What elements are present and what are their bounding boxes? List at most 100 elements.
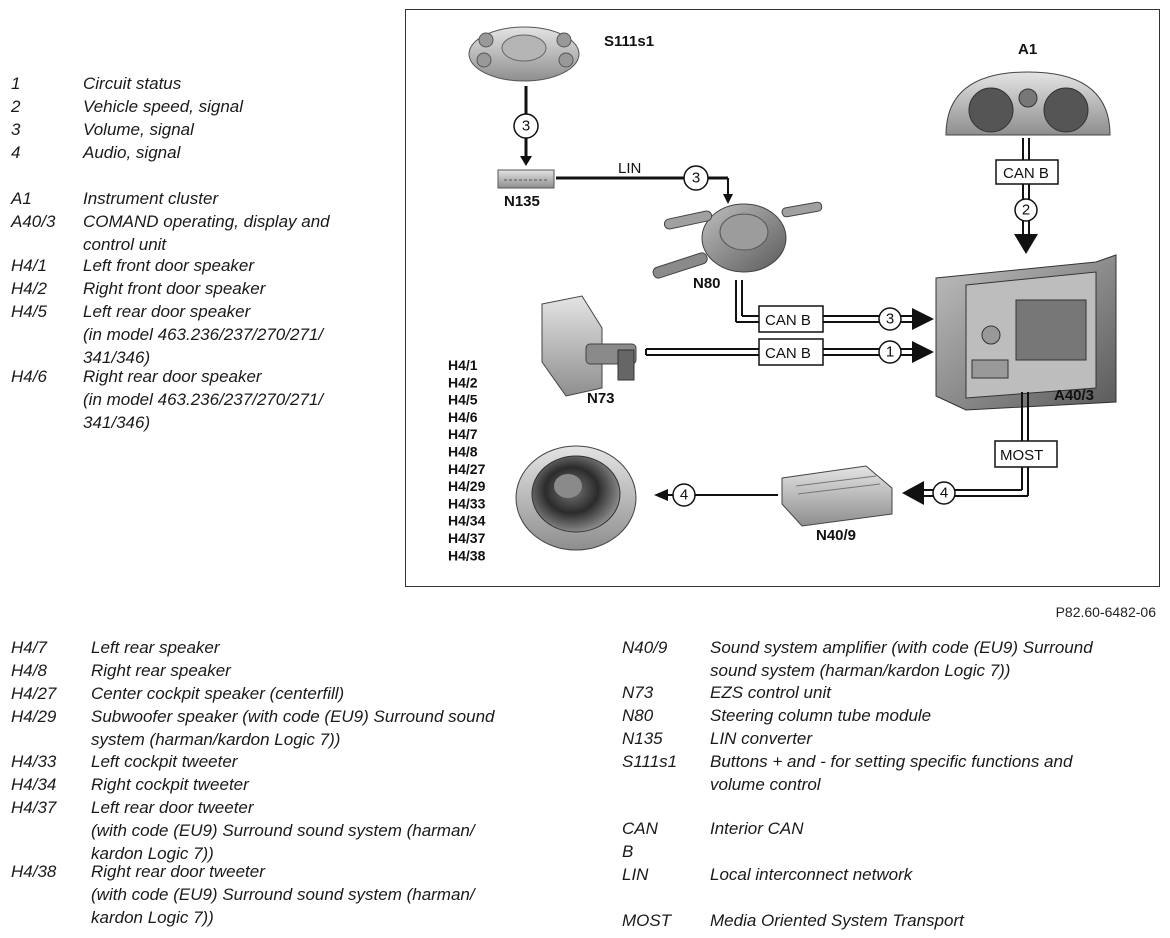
legend-description: Sound system amplifier (with code (EU9) … — [710, 638, 1093, 680]
legend-code: H4/8 — [11, 661, 47, 680]
legend-code: H4/33 — [11, 752, 57, 771]
bus-label-can-n73: CAN B — [765, 345, 811, 362]
legend-description: Vehicle speed, signal — [83, 97, 244, 116]
legend-description: Left rear speaker — [91, 638, 220, 657]
bus-label-can-cluster: CAN B — [1003, 165, 1049, 182]
legend-code: S111s1 — [622, 752, 678, 771]
speaker-image — [515, 445, 637, 551]
legend-description: Right front door speaker — [83, 279, 266, 298]
wiring-diagram: S111s1 3 N135 LIN 3 N80 A1 CAN B 2 — [405, 9, 1160, 587]
lin-converter-image — [497, 169, 555, 189]
signal-marker-most — [932, 481, 956, 505]
legend-code: H4/38 — [11, 862, 57, 881]
svg-text:4: 4 — [940, 485, 948, 502]
legend-code: 3 — [11, 120, 21, 139]
label-n73: N73 — [587, 390, 615, 407]
legend-code: H4/27 — [11, 684, 57, 703]
amplifier-image — [781, 465, 893, 527]
legend-code: MOST — [622, 911, 672, 930]
legend-description: Right rear speaker — [91, 661, 231, 680]
legend-code: 1 — [11, 74, 21, 93]
legend-code: H4/6 — [11, 367, 47, 386]
legend-description: Steering column tube module — [710, 706, 932, 725]
label-a1: A1 — [1018, 41, 1037, 58]
label-a40-3: A40/3 — [1054, 387, 1094, 404]
speaker-list-item: H4/29 — [448, 478, 486, 494]
legend-code: N73 — [622, 683, 654, 702]
legend-description: Right rear door speaker (in model 463.23… — [83, 367, 324, 432]
legend-description: Circuit status — [83, 74, 182, 93]
speaker-list-item: H4/7 — [448, 426, 478, 442]
legend-code: N135 — [622, 729, 663, 748]
figure-reference: P82.60-6482-06 — [1055, 604, 1156, 620]
legend-code: H4/5 — [11, 302, 47, 321]
legend-code: H4/34 — [11, 775, 57, 794]
label-n80: N80 — [693, 275, 721, 292]
label-n40-9: N40/9 — [816, 527, 856, 544]
label-n135: N135 — [504, 193, 540, 210]
speaker-list-item: H4/33 — [448, 495, 486, 511]
svg-text:3: 3 — [692, 170, 700, 187]
legend-description: Left rear door tweeter (with code (EU9) … — [91, 798, 475, 863]
label-s111s1: S111s1 — [604, 33, 654, 50]
legend-code: H4/2 — [11, 279, 47, 298]
legend-description: Buttons + and - for setting specific fun… — [710, 752, 1073, 794]
signal-marker-s111-n135 — [513, 113, 539, 139]
legend-code: A40/3 — [11, 212, 56, 231]
legend-description: Local interconnect network — [710, 865, 913, 884]
legend-description: Volume, signal — [83, 120, 194, 139]
signal-marker-lin — [683, 165, 709, 191]
legend-code: N80 — [622, 706, 654, 725]
speaker-list-item: H4/2 — [448, 374, 478, 390]
diagram-canvas: S111s1 3 N135 LIN 3 N80 A1 CAN B 2 — [448, 26, 1117, 563]
speaker-list-item: H4/5 — [448, 392, 478, 408]
legend-description: Subwoofer speaker (with code (EU9) Surro… — [91, 707, 495, 749]
legend-code: H4/29 — [11, 707, 57, 726]
legend-description: Instrument cluster — [83, 189, 219, 208]
bus-label-can-n80: CAN B — [765, 312, 811, 329]
signal-marker-n73 — [878, 340, 902, 364]
steering-column-module-image — [652, 201, 823, 279]
speaker-list-item: H4/1 — [448, 357, 478, 373]
legend-code: H4/1 — [11, 256, 47, 275]
bus-label-most: MOST — [1000, 447, 1043, 464]
legend-top: 1 Circuit status 2 Vehicle speed, signal 3 Vo… — [11, 72, 391, 442]
legend-description: Left rear door speaker (in model 463.236… — [83, 302, 324, 367]
legend-description: COMAND operating, display and control un… — [83, 212, 330, 254]
speaker-list-item: H4/27 — [448, 461, 486, 477]
speaker-list-item: H4/34 — [448, 513, 486, 529]
svg-text:1: 1 — [886, 344, 894, 361]
legend-description: Media Oriented System Transport — [710, 911, 964, 930]
legend-description: Left front door speaker — [83, 256, 255, 275]
signal-marker-cluster — [1014, 198, 1038, 222]
legend-description: Right rear door tweeter (with code (EU9)… — [91, 862, 475, 927]
speaker-list-item: H4/8 — [448, 444, 478, 460]
ezs-control-unit-image — [541, 295, 637, 397]
speaker-list: H4/1H4/2H4/5H4/6H4/7H4/8H4/27H4/29H4/33H… — [448, 357, 486, 563]
legend-code: CAN B — [622, 819, 658, 861]
speaker-list-item: H4/37 — [448, 530, 486, 546]
legend-code: 4 — [11, 143, 21, 162]
steering-wheel-buttons-image — [468, 26, 580, 82]
legend-description: Audio, signal — [83, 143, 181, 162]
signal-marker-audio — [672, 483, 696, 507]
comand-unit-image — [935, 254, 1117, 411]
legend-bottom-right: N40/9 Sound system amplifier (with code (… — [622, 636, 1162, 936]
signal-marker-n80 — [878, 307, 902, 331]
svg-text:3: 3 — [522, 118, 530, 135]
svg-text:2: 2 — [1022, 202, 1030, 219]
legend-description: Right cockpit tweeter — [91, 775, 249, 794]
legend-code: N40/9 — [622, 638, 668, 657]
legend-code: H4/37 — [11, 798, 57, 817]
legend-code: LIN — [622, 865, 649, 884]
bus-label-lin: LIN — [618, 160, 641, 177]
legend-description: Left cockpit tweeter — [91, 752, 238, 771]
svg-text:4: 4 — [680, 487, 688, 504]
speaker-list-item: H4/38 — [448, 547, 486, 563]
legend-description: Interior CAN — [710, 819, 804, 838]
legend-code: 2 — [11, 97, 21, 116]
legend-description: EZS control unit — [710, 683, 831, 702]
legend-code: A1 — [11, 189, 32, 208]
legend-code: H4/7 — [11, 638, 47, 657]
speaker-list-item: H4/6 — [448, 409, 478, 425]
